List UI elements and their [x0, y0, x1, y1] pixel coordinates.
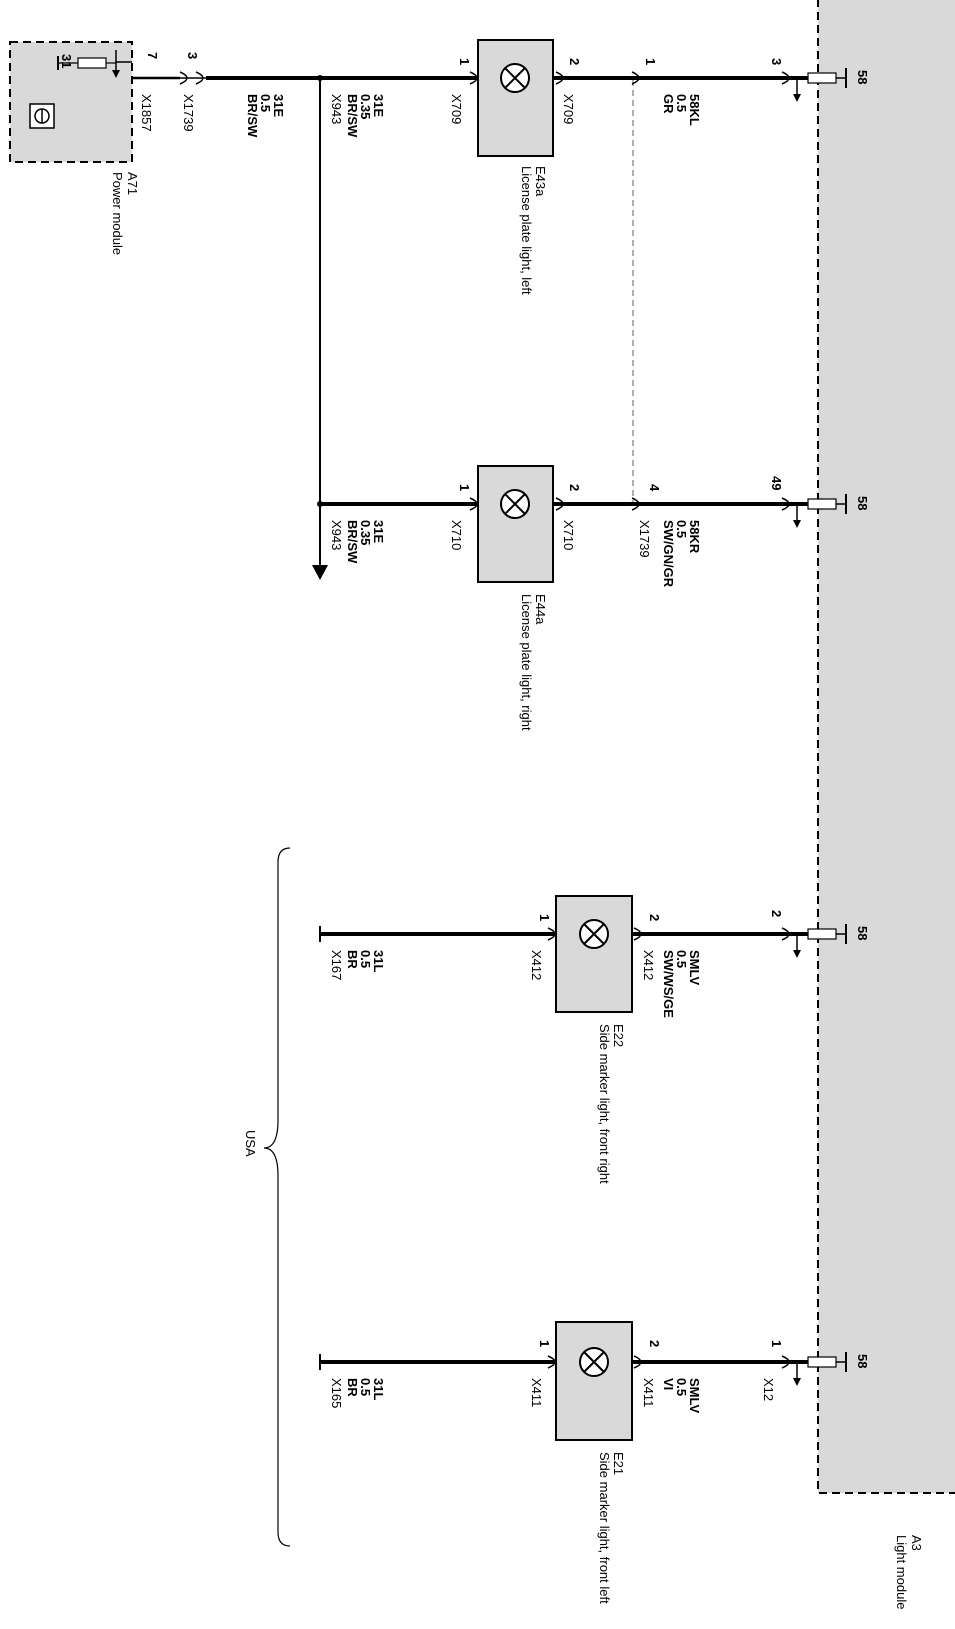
power-wire-size: 0.5: [258, 94, 273, 112]
e44a-pin-in: 2: [567, 484, 582, 491]
e21-w31-color: BR: [345, 1378, 360, 1397]
light-e21: [319, 1321, 847, 1441]
e44a-name: License plate light, right: [519, 594, 534, 731]
e44a-ground-conn: X943: [329, 520, 344, 550]
e43a-w58-color: GR: [661, 94, 676, 114]
e21-pin-in: 2: [647, 1340, 662, 1347]
e43a-conn-in: X709: [561, 94, 576, 124]
e44a-w58-size: 0.5: [674, 520, 689, 538]
e22-pin-in: 2: [647, 914, 662, 921]
a71-pin-label: 7: [145, 52, 160, 59]
e43a-w31-size: 0.35: [358, 94, 373, 119]
e22-id: E22: [611, 1024, 626, 1047]
e43a-mid-pin: 1: [643, 58, 658, 65]
e21-w58-color: VI: [661, 1378, 676, 1390]
e22-w58-color: SW/WS/GE: [661, 950, 676, 1018]
e44a-w31-color: BR/SW: [345, 520, 360, 564]
light-e44a: [317, 465, 847, 583]
x943-conn-label: X943: [329, 94, 344, 124]
a71-id-label: A71: [125, 172, 140, 195]
inline-pin-label: 3: [185, 52, 200, 59]
a71-conn-label: X1857: [139, 94, 154, 132]
power-wire-color: BR/SW: [245, 94, 260, 138]
e43a-w31-color: BR/SW: [345, 94, 360, 138]
a71-power-module: [9, 41, 133, 163]
e43a-w58-code: 58KL: [687, 94, 702, 126]
e21-pin-out: 1: [537, 1340, 552, 1347]
e44a-w58-code: 58KR: [687, 520, 702, 554]
e21-ground-conn: X165: [329, 1378, 344, 1408]
power-wire-code: 31E: [271, 94, 286, 117]
e22-name: Side marker light, front right: [597, 1024, 612, 1184]
e21-a3-pin: 1: [769, 1340, 784, 1347]
light-e43a: [469, 39, 847, 157]
e21-w31-size: 0.5: [358, 1378, 373, 1396]
power-module-symbol-icon: [29, 103, 55, 129]
e22-a3-pin: 2: [769, 910, 784, 917]
e22-w58-code: SMLV: [687, 950, 702, 985]
usa-bracket: [263, 847, 291, 1547]
e44a-id: E44a: [533, 594, 548, 625]
a3-light-module: [817, 0, 955, 1494]
e21-w58-size: 0.5: [674, 1378, 689, 1396]
e22-w31-color: BR: [345, 950, 360, 969]
e44a-w31-code: 31E: [371, 520, 386, 543]
e21-conn-out: X411: [529, 1378, 544, 1407]
e43a-id: E43a: [533, 166, 548, 197]
a71-terminal-label: 31: [59, 54, 74, 68]
e44a-conn-out: X710: [449, 520, 464, 550]
e44a-a3-pin: 49: [769, 476, 784, 490]
a3-id-label: A3: [909, 1535, 924, 1551]
e21-name: Side marker light, front left: [597, 1452, 612, 1604]
e22-w31-size: 0.5: [358, 950, 373, 968]
e21-a3-terminal: 58: [855, 1354, 870, 1368]
e22-w31-code: 31L: [371, 950, 386, 972]
e22-pin-out: 1: [537, 914, 552, 921]
usa-label: USA: [243, 1130, 258, 1157]
e43a-conn-out: X709: [449, 94, 464, 124]
e22-w58-size: 0.5: [674, 950, 689, 968]
e43a-pin-in: 2: [567, 58, 582, 65]
e43a-name: License plate light, left: [519, 166, 534, 295]
e22-a3-terminal: 58: [855, 926, 870, 940]
e43a-w31-code: 31E: [371, 94, 386, 117]
e21-conn-in: X411: [641, 1378, 656, 1407]
e44a-pin-out: 1: [457, 484, 472, 491]
inline-conn-label: X1739: [181, 94, 196, 132]
a71-name-label: Power module: [110, 172, 125, 255]
e44a-mid-conn: X1739: [637, 520, 652, 558]
power-path-wire: [132, 71, 478, 580]
e22-conn-out: X412: [529, 950, 544, 980]
a3-name-label: Light module: [894, 1535, 909, 1609]
e21-id: E21: [611, 1452, 626, 1475]
e22-conn-in: X412: [641, 950, 656, 980]
e44a-w58-color: SW/GN/GR: [661, 520, 676, 588]
e43a-a3-terminal: 58: [855, 70, 870, 84]
light-e22: [319, 895, 847, 1013]
e44a-a3-terminal: 58: [855, 496, 870, 510]
e21-w58-code: SMLV: [687, 1378, 702, 1413]
e43a-pin-out: 1: [457, 58, 472, 65]
e43a-a3-pin: 3: [769, 58, 784, 65]
e21-a3-conn: X12: [761, 1378, 776, 1401]
e21-w31-code: 31L: [371, 1378, 386, 1400]
e43a-w58-size: 0.5: [674, 94, 689, 112]
e44a-w31-size: 0.35: [358, 520, 373, 545]
e22-ground-conn: X167: [329, 950, 344, 980]
e44a-mid-pin: 4: [647, 484, 662, 492]
e44a-conn-in: X710: [561, 520, 576, 550]
